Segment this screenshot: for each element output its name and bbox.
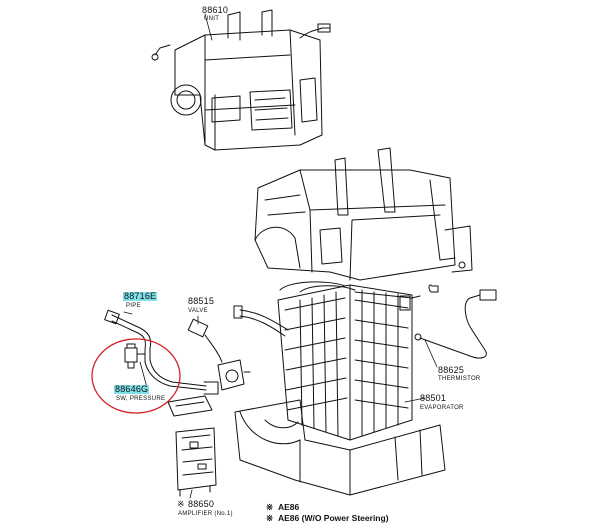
clip-drawing bbox=[428, 284, 439, 293]
lower-case-drawing bbox=[234, 399, 446, 496]
annotation-circle bbox=[91, 338, 181, 414]
amplifier-drawing bbox=[167, 395, 217, 497]
part-name-amplifier: AMPLIFIER (No.1) bbox=[178, 511, 233, 517]
part-code-pressure-switch: 88646G bbox=[114, 384, 150, 394]
part-name-evaporator: EVAPORATOR bbox=[420, 405, 464, 411]
pressure-switch-drawing bbox=[124, 343, 146, 369]
part-code-evaporator: 88501 bbox=[420, 393, 447, 403]
part-code-thermistor: 88625 bbox=[438, 365, 465, 375]
part-code-unit: 88610 bbox=[202, 5, 229, 15]
part-code-amplifier: 88650 bbox=[188, 499, 215, 509]
pipe-drawing bbox=[104, 309, 219, 395]
note-text-1: AE86 bbox=[278, 502, 300, 512]
evaporator-drawing bbox=[277, 281, 421, 441]
valve-drawing bbox=[187, 318, 251, 391]
amplifier-mark: ※ bbox=[177, 499, 185, 509]
leader-lines bbox=[123, 13, 438, 499]
part-code-valve: 88515 bbox=[188, 296, 215, 306]
note-mark-1: ※ bbox=[266, 502, 274, 512]
part-code-pipe: 88716E bbox=[123, 291, 158, 301]
part-name-valve: VALVE bbox=[188, 308, 208, 314]
part-name-thermistor: THERMISTOR bbox=[438, 376, 481, 382]
valve-tube-drawing bbox=[239, 309, 289, 331]
part-name-unit: UNIT bbox=[204, 16, 220, 22]
note-text-2: AE86 (W/O Power Steering) bbox=[278, 513, 389, 523]
unit-housing-drawing bbox=[151, 9, 331, 151]
note-mark-2: ※ bbox=[266, 513, 274, 523]
part-name-pressure-switch: SW, PRESSURE bbox=[116, 396, 166, 402]
thermistor-drawing bbox=[414, 289, 497, 359]
part-name-pipe: PIPE bbox=[126, 303, 141, 309]
upper-case-drawing bbox=[254, 147, 473, 281]
